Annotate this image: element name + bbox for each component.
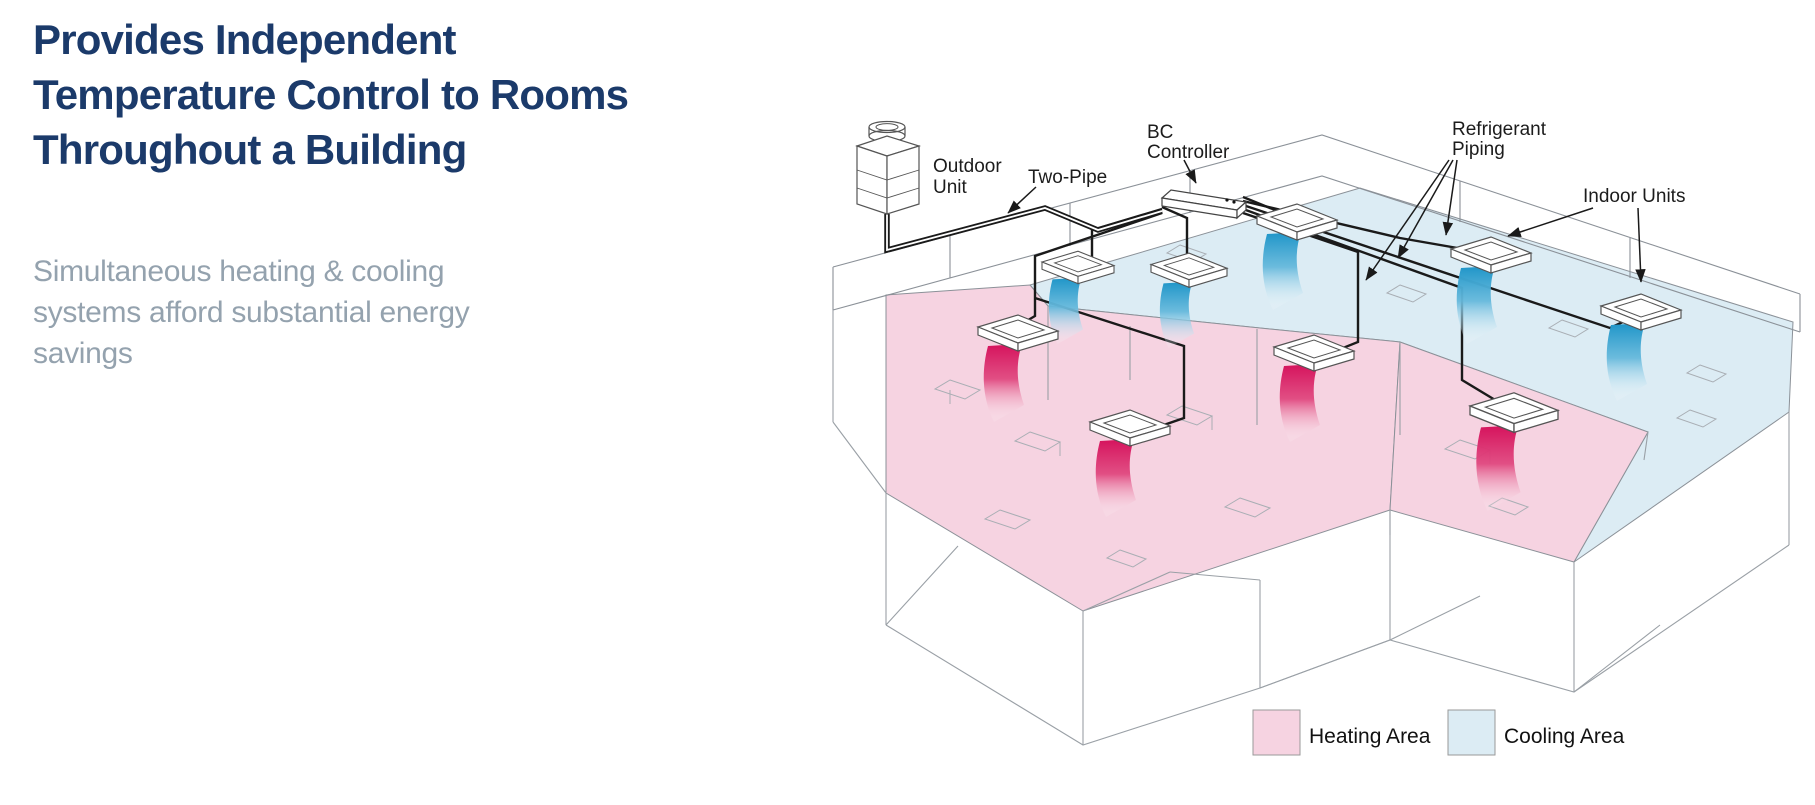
bc-controller [1160, 189, 1248, 220]
hvac-diagram: Outdoor Unit Two-Pipe BC Controller Refr… [700, 80, 1815, 795]
label-outdoor-unit-2: Unit [933, 177, 968, 198]
title-line-1: Provides Independent [33, 16, 457, 63]
label-refrigerant-piping-2: Piping [1452, 139, 1505, 160]
label-outdoor-unit: Outdoor [933, 156, 1002, 177]
label-refrigerant-piping: Refrigerant [1452, 119, 1547, 140]
legend-label-heating: Heating Area [1309, 725, 1431, 748]
interior-partitions [1047, 306, 1649, 535]
label-bc-controller: BC [1147, 122, 1173, 143]
title-line-2: Temperature Control to Rooms [33, 71, 629, 119]
hero-text: Provides Independent Temperature Control… [33, 12, 633, 374]
label-two-pipe: Two-Pipe [1028, 167, 1107, 188]
legend-label-cooling: Cooling Area [1504, 725, 1625, 748]
lower-floor-wireframe [832, 310, 1790, 746]
two-pipe-line [884, 205, 1163, 254]
legend: Heating Area Cooling Area [1252, 709, 1625, 756]
legend-swatch-cooling [1447, 709, 1496, 756]
label-arrows [1007, 159, 1646, 283]
page-subtitle: Simultaneous heating & cooling systems a… [33, 255, 470, 371]
label-indoor-units: Indoor Units [1583, 186, 1685, 207]
page-title: Provides Independent Temperature Control… [33, 12, 633, 177]
label-bc-controller-2: Controller [1147, 142, 1230, 163]
outdoor-unit [855, 120, 922, 215]
title-line-3: Throughout a Building [33, 126, 467, 174]
legend-swatch-heating [1252, 709, 1301, 756]
